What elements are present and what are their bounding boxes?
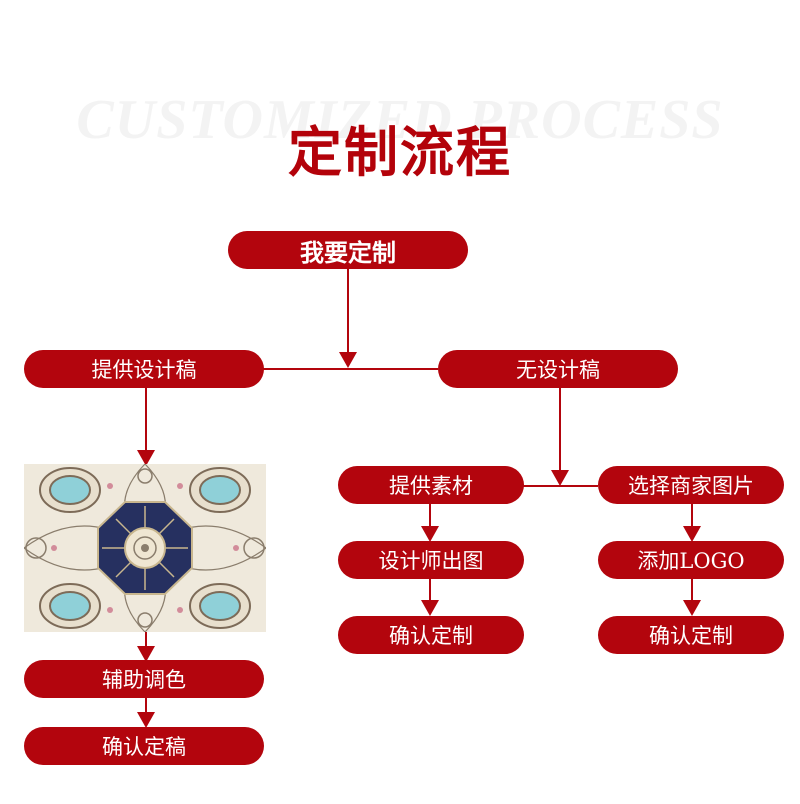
node-sub-a: 提供素材	[338, 466, 524, 504]
node-sub-b-step-1-label: 添加LOGO	[637, 549, 745, 573]
node-sub-b-step-2: 确认定制	[598, 616, 784, 654]
node-sub-a-step-1-label: 设计师出图	[378, 549, 484, 573]
arrow-suba-2	[421, 600, 439, 616]
node-sub-a-step-1: 设计师出图	[338, 541, 524, 579]
node-start: 我要定制	[228, 231, 468, 269]
arrow-left-to-image	[137, 450, 155, 466]
arrow-subb-2	[683, 600, 701, 616]
arrow-start-down	[339, 352, 357, 368]
page-title: 定制流程	[288, 120, 512, 184]
background-watermark: CUSTOMIZED PROCESS	[76, 89, 724, 151]
node-sub-b: 选择商家图片	[598, 466, 784, 504]
arrow-suba-1	[421, 526, 439, 542]
node-left-step-2-label: 确认定稿	[102, 735, 186, 759]
arrow-left-step2	[137, 712, 155, 728]
node-left-step-1-label: 辅助调色	[102, 668, 186, 692]
arrow-image-to-step1	[137, 646, 155, 662]
node-left-branch: 提供设计稿	[24, 350, 264, 388]
node-sub-a-step-2: 确认定制	[338, 616, 524, 654]
node-sub-b-step-2-label: 确认定制	[649, 624, 733, 648]
node-right-branch-label: 无设计稿	[516, 358, 600, 382]
node-right-branch: 无设计稿	[438, 350, 678, 388]
node-sub-a-step-2-label: 确认定制	[389, 624, 473, 648]
arrow-right-down	[551, 470, 569, 486]
node-left-step-2: 确认定稿	[24, 727, 264, 765]
node-start-label: 我要定制	[300, 237, 396, 267]
pattern-sample-image	[24, 464, 266, 632]
arrow-subb-1	[683, 526, 701, 542]
node-sub-b-step-1: 添加LOGO	[598, 541, 784, 579]
node-sub-b-label: 选择商家图片	[628, 474, 754, 498]
node-left-branch-label: 提供设计稿	[91, 358, 197, 382]
node-left-step-1: 辅助调色	[24, 660, 264, 698]
node-sub-a-label: 提供素材	[389, 474, 473, 498]
